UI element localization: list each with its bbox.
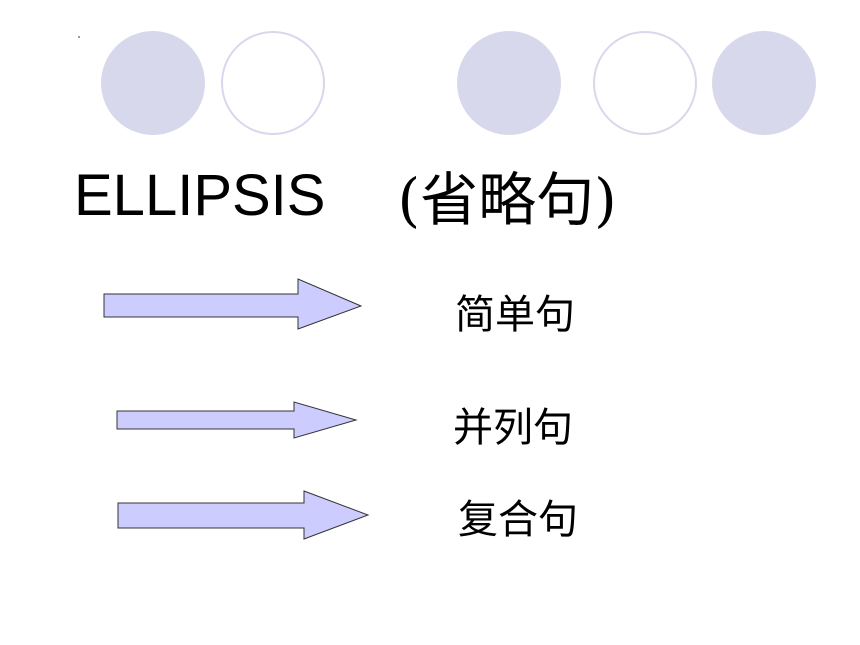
title-chinese: (省略句) xyxy=(397,166,617,234)
decor-circle-outline-1 xyxy=(221,31,325,135)
decor-circle-outline-2 xyxy=(593,31,697,135)
decor-circle-filled-3 xyxy=(712,31,816,135)
arrow-icon-3 xyxy=(117,490,370,540)
arrow-icon-1 xyxy=(103,278,363,330)
slide-title: ELLIPSIS (省略句) xyxy=(74,150,617,240)
arrow-icon-2 xyxy=(116,401,358,439)
decor-circle-filled-1 xyxy=(101,31,205,135)
decor-circle-filled-2 xyxy=(457,31,561,135)
title-english: ELLIPSIS xyxy=(74,162,326,228)
item-label-complex-sentence: 复合句 xyxy=(458,497,578,543)
speck-dot xyxy=(78,36,80,38)
item-label-compound-sentence: 并列句 xyxy=(453,405,573,451)
item-label-simple-sentence: 简单句 xyxy=(455,292,575,338)
